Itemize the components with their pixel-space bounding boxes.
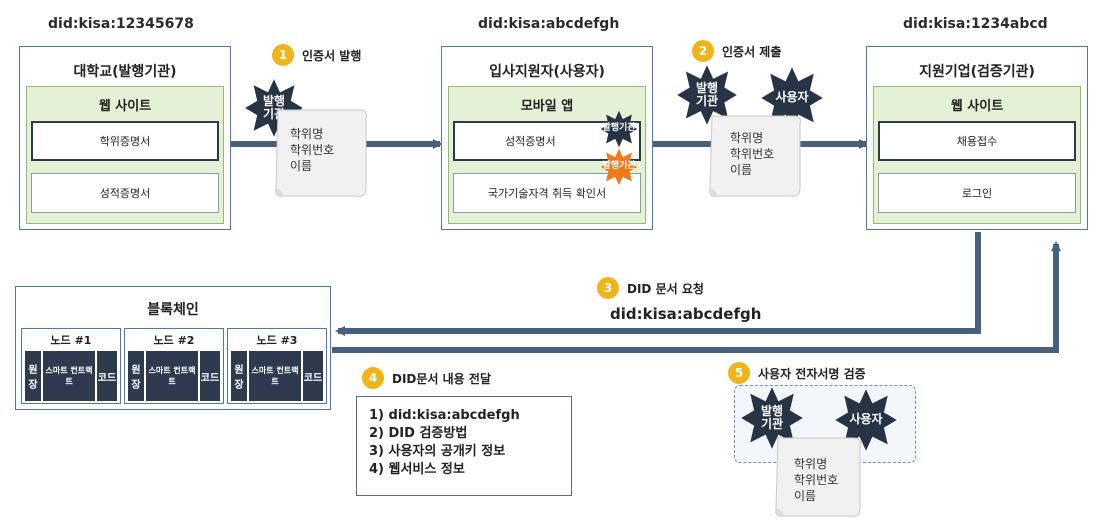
node-3: 노드 #3 원장 스마트 컨트랙트 코드: [227, 328, 327, 404]
credential-scroll-1: 학위명 학위번호 이름: [272, 106, 368, 200]
step-2-badge: 2: [692, 40, 714, 62]
scroll-3-line-2: 학위번호: [794, 473, 839, 488]
node-1-contract: 스마트 컨트랙트: [43, 351, 95, 401]
issuer-badge-dark: 발행기관: [600, 110, 638, 148]
company-did: did:kisa:1234abcd: [903, 16, 1048, 32]
scroll-1-line-1: 학위명: [290, 127, 324, 141]
issuer-star-2-line1: 발행: [695, 80, 719, 95]
step-5: 5 사용자 전자서명 검증: [728, 362, 866, 384]
applicant-panel: 입사지원자(사용자) 모바일 앱 성적증명서 국가기술자격 취득 확인서: [441, 46, 653, 230]
did-doc-line-2: 2) DID 검증방법: [369, 426, 468, 441]
user-star-2-text: 사용자: [849, 412, 883, 427]
node-2: 노드 #2 원장 스마트 컨트랙트 코드: [124, 328, 224, 404]
company-panel: 지원기업(검증기관) 웹 사이트 채용접수 로그인: [866, 46, 1088, 230]
step-1: 1 인증서 발행: [272, 44, 361, 66]
issuer-star-3-line2: 기관: [760, 417, 784, 431]
did-response-arrow: [332, 241, 1061, 353]
request-did: did:kisa:abcdefgh: [610, 305, 762, 323]
university-website: 웹 사이트 학위증명서 성적증명서: [26, 86, 224, 224]
node-1-ledger: 원장: [25, 351, 41, 401]
issuer-badge-orange: 발행기관: [600, 148, 638, 186]
node-2-ledger: 원장: [128, 351, 144, 401]
applicant-title: 입사지원자(사용자): [489, 64, 605, 80]
company-website: 웹 사이트 채용접수 로그인: [873, 86, 1081, 224]
scroll-1-line-2: 학위번호: [290, 143, 335, 158]
blockchain-title: 블록체인: [147, 302, 199, 318]
user-star-2: 사용자: [834, 388, 898, 452]
university-panel: 대학교(발행기관) 웹 사이트 학위증명서 성적증명서: [19, 46, 231, 230]
step-4-badge: 4: [362, 367, 384, 389]
node-1-code: 코드: [97, 351, 117, 401]
node-3-contract: 스마트 컨트랙트: [249, 351, 301, 401]
mobile-app: 모바일 앱 성적증명서 국가기술자격 취득 확인서: [448, 86, 646, 224]
scroll-3-line-3: 이름: [794, 489, 817, 504]
issuer-star-3: 발행 기관: [740, 386, 804, 450]
transcript-certificate[interactable]: 성적증명서: [31, 173, 219, 213]
step-4-label: DID문서 내용 전달: [392, 371, 491, 386]
user-star-1-text: 사용자: [775, 90, 809, 105]
node-3-label: 노드 #3: [256, 334, 298, 347]
issuer-badge-orange-text: 발행기관: [602, 161, 636, 172]
issuer-star-3-line1: 발행: [760, 403, 784, 418]
step-1-badge: 1: [272, 44, 294, 66]
did-doc-line-1: 1) did:kisa:abcdefgh: [369, 408, 520, 423]
university-site-label: 웹 사이트: [98, 99, 152, 114]
scroll-3-line-1: 학위명: [794, 457, 828, 471]
credential-scroll-3: 학위명 학위번호 이름: [772, 434, 862, 520]
issuer-star-1-line1: 발행: [262, 93, 286, 108]
issuer-star-2: 발행 기관: [676, 64, 738, 126]
degree-certificate[interactable]: 학위증명서: [31, 121, 219, 161]
step-5-label: 사용자 전자서명 검증: [758, 366, 866, 381]
step-3-badge: 3: [597, 277, 619, 299]
did-doc-line-3: 3) 사용자의 공개키 정보: [369, 444, 506, 459]
login-item[interactable]: 로그인: [878, 173, 1076, 213]
node-2-code: 코드: [200, 351, 220, 401]
node-2-label: 노드 #2: [153, 334, 195, 347]
did-doc-line-4: 4) 웹서비스 정보: [369, 462, 465, 477]
scroll-2-line-1: 학위명: [730, 131, 764, 145]
issuer-badge-dark-text: 발행기관: [602, 123, 636, 134]
did-document-box: 1) did:kisa:abcdefgh 2) DID 검증방법 3) 사용자의…: [356, 396, 572, 496]
applicant-did: did:kisa:abcdefgh: [478, 16, 620, 32]
scroll-1-line-3: 이름: [290, 159, 313, 174]
step-1-label: 인증서 발행: [302, 48, 362, 63]
did-request-arrow: [335, 232, 981, 336]
company-title: 지원기업(검증기관): [919, 64, 1035, 80]
step-2: 2 인증서 제출: [692, 40, 781, 62]
user-star-1: 사용자: [760, 66, 824, 130]
university-title: 대학교(발행기관): [73, 64, 177, 80]
step-3-label: DID 문서 요청: [627, 281, 704, 296]
node-1: 노드 #1 원장 스마트 컨트랙트 코드: [21, 328, 121, 404]
node-3-code: 코드: [303, 351, 323, 401]
recruit-application[interactable]: 채용접수: [878, 121, 1076, 161]
university-did: did:kisa:12345678: [48, 16, 194, 32]
node-1-label: 노드 #1: [50, 334, 92, 347]
company-site-label: 웹 사이트: [950, 99, 1004, 114]
step-5-badge: 5: [728, 362, 750, 384]
issuer-star-2-line2: 기관: [695, 94, 719, 108]
mobile-app-label: 모바일 앱: [520, 99, 574, 114]
wallet-qualification[interactable]: 국가기술자격 취득 확인서: [453, 173, 641, 213]
scroll-2-line-3: 이름: [730, 163, 753, 178]
node-3-ledger: 원장: [231, 351, 247, 401]
step-3: 3 DID 문서 요청: [597, 277, 704, 299]
step-4: 4 DID문서 내용 전달: [362, 367, 491, 389]
credential-scroll-2: 학위명 학위번호 이름: [706, 112, 802, 200]
scroll-2-line-2: 학위번호: [730, 147, 775, 162]
step-2-label: 인증서 제출: [722, 44, 782, 59]
node-2-contract: 스마트 컨트랙트: [146, 351, 198, 401]
